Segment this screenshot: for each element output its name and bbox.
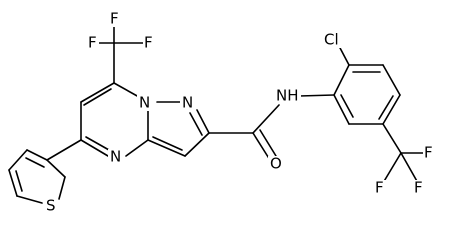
bond-c7-c6-double — [83, 88, 112, 106]
bond-nh-aryl — [298, 94, 335, 97]
bond-c3-c3a — [147, 139, 186, 157]
atom-label-f-right-bottom: F — [414, 179, 423, 197]
bond-aryl-c6-c1-double — [340, 94, 354, 118]
atom-label-nh: NH — [276, 87, 299, 105]
bond-thiophene-s-c2 — [58, 176, 66, 200]
bond-carbonyl-nh — [252, 104, 280, 134]
bond-c7-c6 — [80, 82, 115, 103]
atom-label-n-pyrimidine: N — [110, 148, 121, 166]
bond-aryl-c6-c1 — [333, 94, 350, 125]
bond-n-bridge-c7 — [113, 82, 140, 98]
bond-lines — [8, 24, 425, 204]
bond-c5-n4 — [80, 139, 109, 157]
atom-label-s: S — [46, 197, 56, 215]
atom-label-o: O — [270, 155, 282, 173]
atom-labels: F F F N N N NH O S Cl F F F — [44, 10, 435, 215]
bond-cf3-right-to-f-left — [382, 152, 402, 184]
bond-thiophene-c2-c3-double — [25, 157, 45, 168]
bond-thiophene-c2-to-ring — [46, 159, 66, 178]
atom-label-f-right-left: F — [375, 179, 384, 197]
bond-n-pyrazole-c2 — [196, 109, 210, 134]
atom-label-cl: Cl — [324, 31, 339, 49]
bond-n-pyrazole-c2-double — [189, 112, 203, 136]
bond-thiophene-c4-c5 — [8, 169, 18, 197]
bond-aryl-c3-c4 — [382, 64, 401, 96]
atom-label-f-top-right: F — [144, 34, 153, 52]
bond-aryl-c1-c2 — [333, 64, 350, 96]
bond-aryl-cf3-right — [382, 123, 402, 154]
bond-cf3-right-to-f-bottom — [400, 152, 419, 184]
bond-aryl-c4-c5-double — [378, 95, 394, 120]
atom-label-f-right-top: F — [424, 144, 433, 162]
bond-c2-c3 — [184, 132, 210, 157]
bond-carbonyl-o-double — [259, 129, 277, 157]
atom-label-n-bridge: N — [139, 94, 150, 112]
bond-carbonyl-o — [252, 132, 271, 161]
bond-pyrimidine-thiophene — [46, 139, 82, 161]
bond-thiophene-c3-c4 — [8, 149, 28, 171]
bond-c5-n4-double — [85, 136, 110, 151]
atom-label-n-pyrazole: N — [182, 94, 193, 112]
atom-label-f-top-left: F — [88, 34, 97, 52]
bond-c3-c3a-double — [152, 136, 183, 151]
bond-aryl-c4-c5 — [382, 94, 401, 125]
bond-thiophene-c5-s — [16, 195, 43, 204]
bond-aryl-cl — [338, 45, 350, 66]
bond-thiophene-c4-c5-double — [15, 170, 23, 192]
chemical-structure-diagram: F F F N N N NH O S Cl F F F — [8, 9, 435, 215]
bond-thiophene-c2-c3 — [26, 149, 48, 161]
bond-n4-c3a — [125, 139, 149, 157]
atom-label-f-top-top: F — [110, 10, 119, 28]
